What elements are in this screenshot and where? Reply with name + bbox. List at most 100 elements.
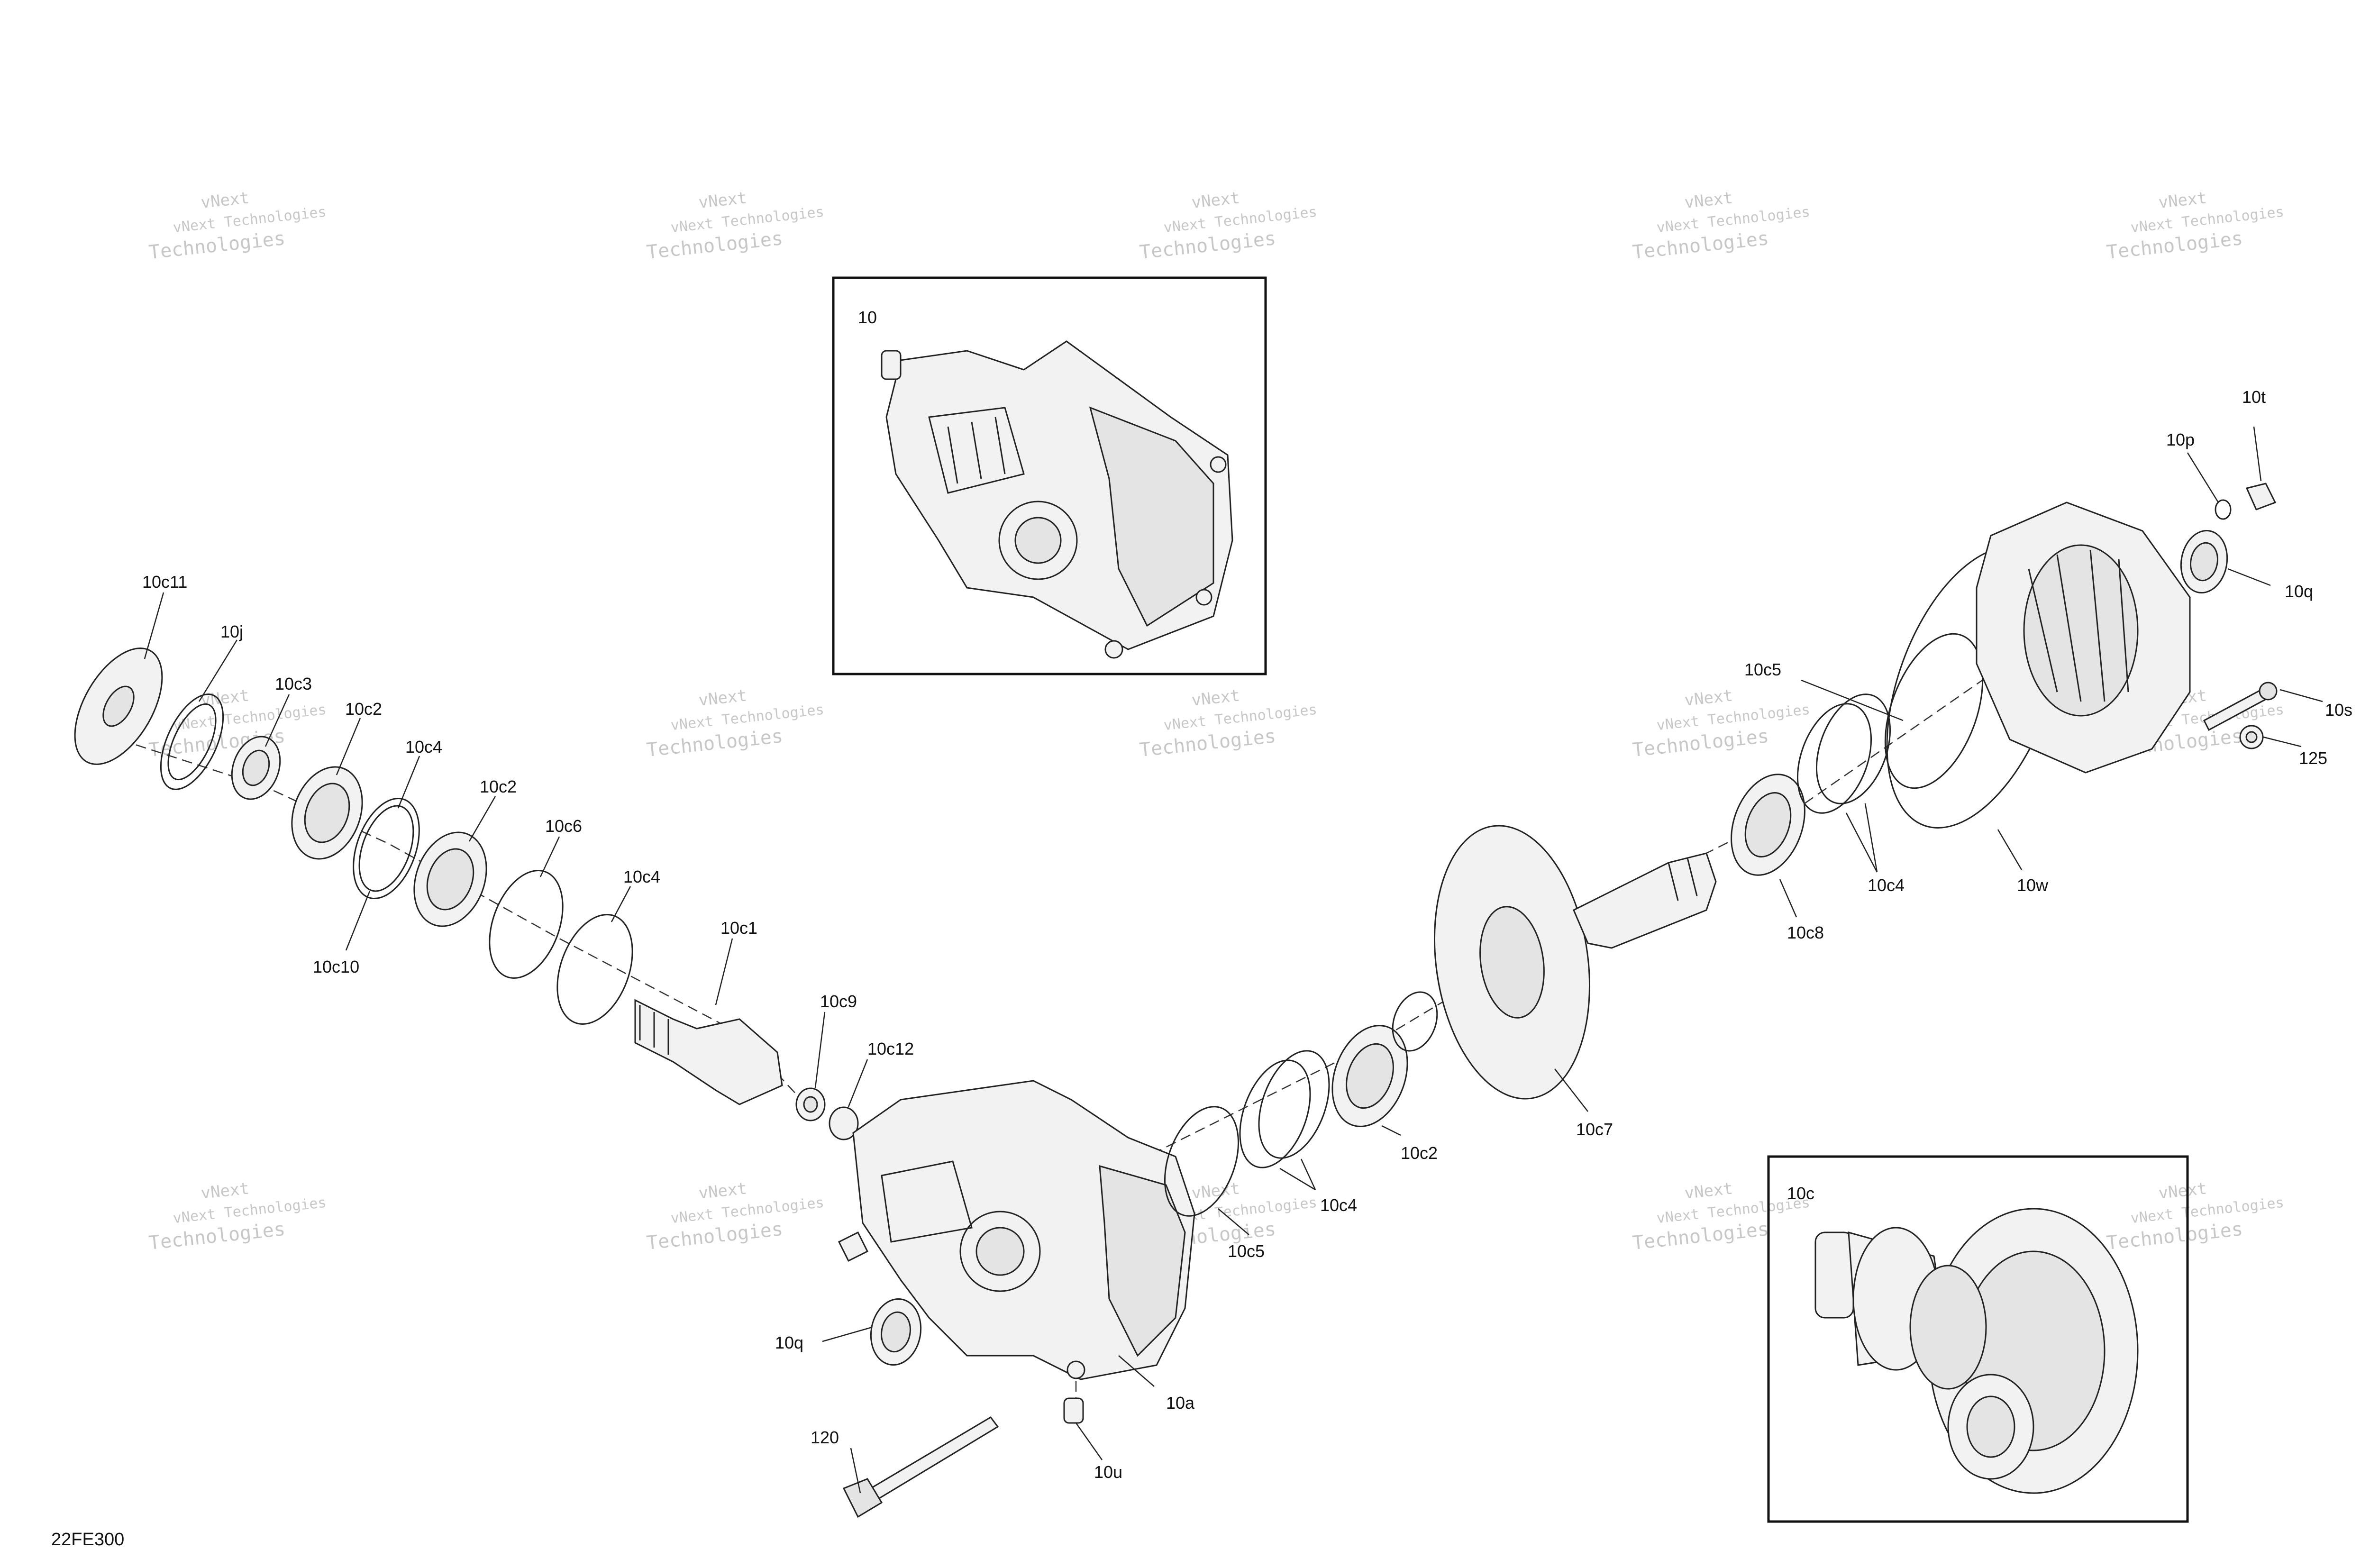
svg-text:vNext: vNext <box>1191 1179 1241 1203</box>
part-10c12-spacer <box>829 1106 859 1140</box>
callout-10a: 10a <box>1166 1393 1195 1413</box>
part-10q-seal-right <box>2180 529 2228 594</box>
part-10c7-ring-gear <box>1433 825 1591 1100</box>
callout-10t: 10t <box>2242 387 2266 407</box>
svg-text:vNext: vNext <box>1684 188 1734 212</box>
svg-text:Technologies: Technologies <box>646 1218 784 1254</box>
part-10c10-shim <box>353 797 420 900</box>
callout-10p: 10p <box>2166 430 2195 449</box>
callout-10q-right: 10q <box>2285 582 2313 601</box>
part-10c4-ring <box>556 914 633 1025</box>
part-small-ring <box>1392 991 1438 1052</box>
watermark: vNext vNext Technologies Technologies <box>148 1179 327 1254</box>
inset-label-10c: 10c <box>1787 1184 1814 1203</box>
callout-10j: 10j <box>220 622 243 641</box>
part-plug-small <box>838 1231 869 1262</box>
callout-10c10: 10c10 <box>313 957 359 976</box>
part-10c6-ring <box>489 870 564 979</box>
svg-text:Technologies: Technologies <box>1139 725 1277 761</box>
callout-10c7: 10c7 <box>1576 1120 1613 1139</box>
svg-text:vNext: vNext <box>2158 1179 2208 1203</box>
svg-text:Technologies: Technologies <box>2106 228 2244 264</box>
part-10c4-rings-lower <box>1239 1050 1330 1168</box>
part-10q-seal-left <box>870 1298 922 1366</box>
callout-10c5-upper: 10c5 <box>1744 660 1781 679</box>
svg-text:vNext: vNext <box>2158 188 2208 212</box>
callout-10c8: 10c8 <box>1787 923 1824 942</box>
callout-10u: 10u <box>1094 1462 1122 1482</box>
watermark: vNext vNext Technologies Technologies <box>646 188 825 264</box>
svg-text:vNext: vNext <box>698 188 748 212</box>
callout-125: 125 <box>2299 748 2327 768</box>
part-10t-plug <box>2245 483 2277 511</box>
part-10j-seal <box>160 693 224 790</box>
svg-text:Technologies: Technologies <box>1632 228 1770 264</box>
watermark: vNext vNext Technologies Technologies <box>1139 686 1318 761</box>
svg-text:Technologies: Technologies <box>148 1218 286 1254</box>
svg-text:vNext: vNext <box>698 686 748 710</box>
part-10c5-shim-lower <box>1164 1106 1240 1217</box>
diagram-code: 22FE300 <box>51 1530 124 1550</box>
part-120-bolt <box>842 1416 999 1518</box>
watermark: vNext vNext Technologies Technologies <box>646 1179 825 1254</box>
callout-10c9: 10c9 <box>820 992 857 1011</box>
part-10c8-bearing <box>1731 774 1805 876</box>
part-10u-dowel <box>1063 1397 1084 1424</box>
svg-text:vNext: vNext <box>200 1179 250 1203</box>
part-10c9-bushing <box>795 1087 826 1121</box>
watermark: vNext vNext Technologies Technologies <box>646 686 825 761</box>
watermark: vNext vNext Technologies Technologies <box>1632 686 1811 761</box>
watermark: vNext vNext Technologies Technologies <box>1139 188 1318 263</box>
watermark: vNext vNext Technologies Technologies <box>2106 1179 2285 1254</box>
inset-label-10: 10 <box>858 308 877 327</box>
watermarks: vNext vNext Technologies Technologies vN… <box>148 188 2285 1254</box>
svg-text:vNext: vNext <box>1191 188 1241 212</box>
callout-10c5-lower: 10c5 <box>1228 1241 1265 1261</box>
callout-10c4-1: 10c4 <box>405 737 442 757</box>
part-10a-housing <box>852 1080 1195 1380</box>
callout-10c4-2: 10c4 <box>623 867 660 886</box>
svg-text:Technologies: Technologies <box>646 228 784 264</box>
svg-text:vNext: vNext <box>200 686 250 710</box>
watermark: vNext vNext Technologies Technologies <box>1632 1179 1811 1254</box>
svg-text:vNext: vNext <box>1191 686 1241 710</box>
assembly-housing-illustration <box>881 340 1233 659</box>
part-cover <box>1976 501 2191 774</box>
subassembly-illustration <box>1814 1208 2139 1494</box>
callout-120: 120 <box>811 1428 839 1447</box>
callout-10c12: 10c12 <box>867 1039 914 1058</box>
callout-10w: 10w <box>2017 875 2049 895</box>
callout-10c11: 10c11 <box>142 572 187 592</box>
svg-text:Technologies: Technologies <box>1632 1218 1770 1254</box>
part-10c2-bearing-2 <box>413 831 487 927</box>
callout-10c1: 10c1 <box>720 918 757 938</box>
inset-subassembly-10c: 10c <box>1767 1155 2189 1523</box>
callout-10c2-3: 10c2 <box>1401 1143 1438 1163</box>
callout-labels: 10c11 10j 10c3 10c2 10c4 10c10 10c2 10c6… <box>142 387 2352 1482</box>
part-10p-washer <box>2215 499 2232 520</box>
callout-10s: 10s <box>2325 700 2352 720</box>
part-10c4-rings-upper <box>1796 693 1891 814</box>
part-10s-bolt <box>2203 682 2278 731</box>
part-10c2-bearing <box>291 766 363 860</box>
part-10c-shaft <box>1573 852 1717 949</box>
callout-10c4-3: 10c4 <box>1320 1195 1357 1215</box>
part-125-plug <box>2239 725 2264 749</box>
callout-10c4-4: 10c4 <box>1868 875 1905 895</box>
part-10c3-nut <box>231 736 281 800</box>
callout-10c6: 10c6 <box>545 816 582 836</box>
callout-10c2-2: 10c2 <box>480 777 517 796</box>
callout-10c3: 10c3 <box>275 674 312 693</box>
leader-lines <box>144 426 2323 1494</box>
svg-text:vNext: vNext <box>1684 686 1734 710</box>
watermark: vNext vNext Technologies Technologies <box>1632 188 1811 264</box>
watermark: vNext vNext Technologies Technologies <box>148 188 327 264</box>
watermark: vNext vNext Technologies Technologies <box>2106 188 2285 264</box>
part-10c1-pinion-shaft <box>634 999 783 1105</box>
inset-assembly-10: 10 <box>832 276 1267 675</box>
svg-text:Technologies: Technologies <box>148 228 286 264</box>
svg-text:vNext: vNext <box>698 1179 748 1203</box>
svg-text:vNext: vNext <box>200 188 250 212</box>
part-10c2-bearing-3 <box>1331 1025 1408 1127</box>
